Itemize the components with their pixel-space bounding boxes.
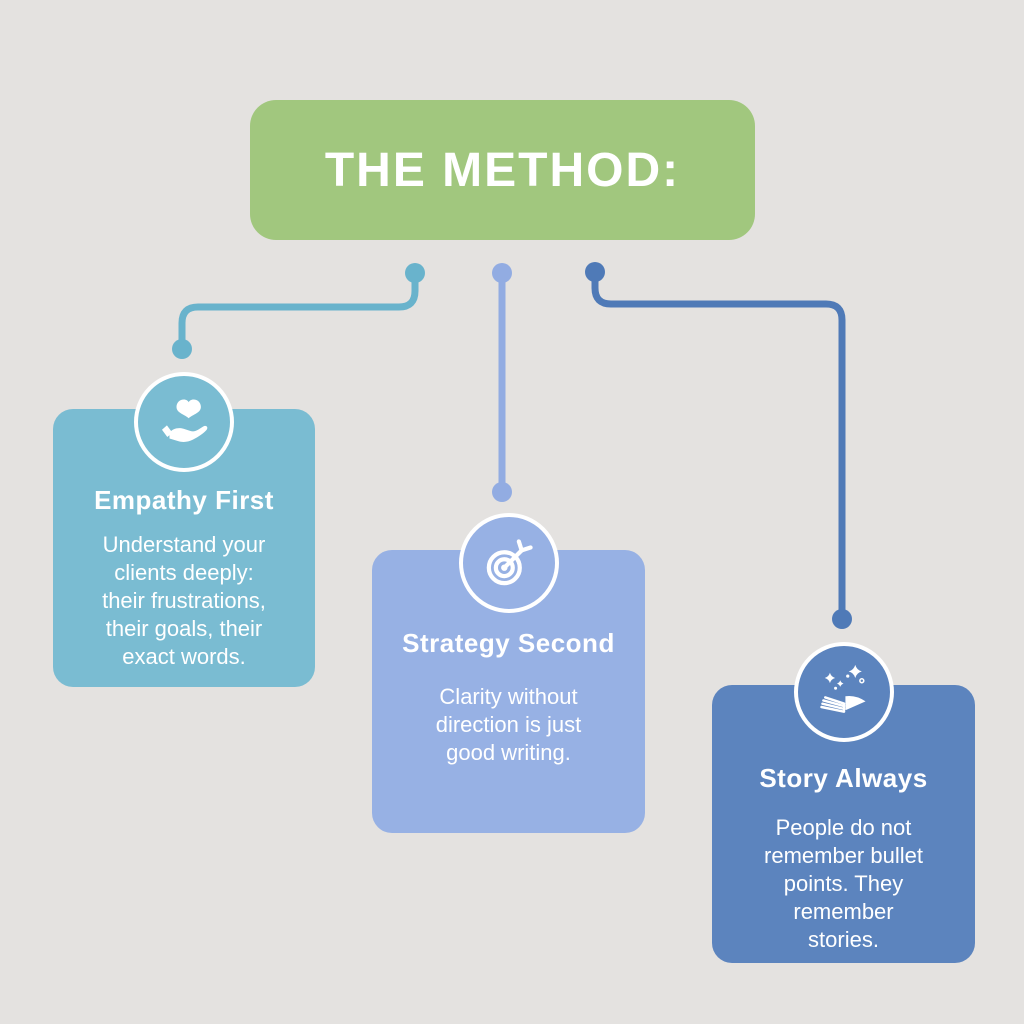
card-strategy-second: Strategy Second Clarity without directio… [372,513,645,833]
card-body: People do not remember bullet points. Th… [764,815,923,952]
header-banner: THE METHOD: [250,100,755,240]
card-empathy-first: Empathy First Understand your clients de… [53,372,315,687]
target-dart-icon [458,513,559,613]
page-title: THE METHOD: [324,143,681,197]
storybook-sparkles-icon [793,642,894,742]
card-body: Clarity without direction is just good w… [435,684,582,765]
connector-strategy [492,263,512,502]
card-title: Strategy Second [402,628,615,658]
card-body: Understand your clients deeply: their fr… [102,532,266,669]
card-title: Story Always [759,763,928,793]
connector-empathy [172,263,425,359]
card-title: Empathy First [94,485,274,515]
heart-in-hand-icon [134,372,234,472]
card-story-always: Story Always People do not remember bull… [712,642,975,963]
